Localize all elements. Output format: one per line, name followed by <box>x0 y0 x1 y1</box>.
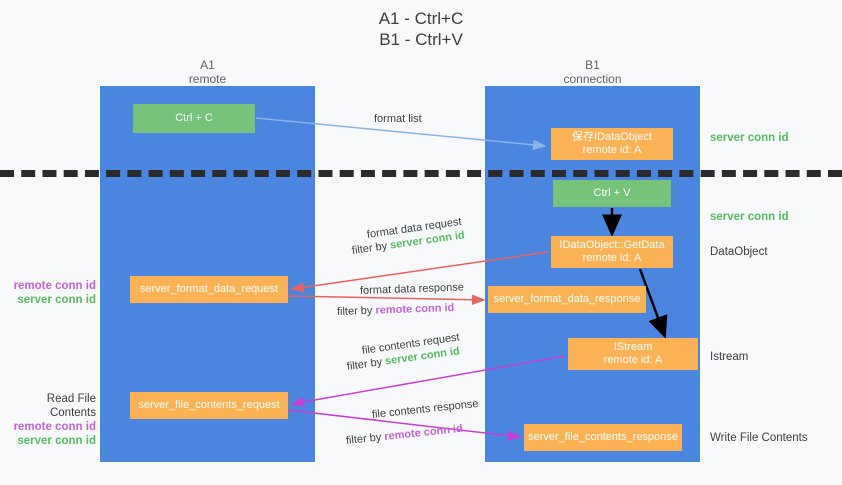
annotation-remote-conn-id: remote conn id <box>13 280 96 292</box>
annotation-server-conn-id: server conn id <box>17 435 96 447</box>
page-title: A1 - Ctrl+C B1 - Ctrl+V <box>378 9 464 49</box>
node-server-file-contents-request-label: server_file_contents_request <box>138 399 280 411</box>
annotation-server-conn-id: server conn id <box>17 294 96 306</box>
edge-label-format-data-response-filter: filter by remote conn id <box>337 301 455 319</box>
filter-value-remote-conn-id: remote conn id <box>375 301 455 317</box>
annotation-server-conn-id-mid: server conn id <box>710 211 789 223</box>
node-server-format-data-request[interactable]: server_format_data_request <box>130 276 288 303</box>
node-ctrl-v[interactable]: Ctrl + V <box>553 180 671 207</box>
node-server-format-data-response[interactable]: server_format_data_response <box>488 286 646 313</box>
node-server-file-contents-request[interactable]: server_file_contents_request <box>130 392 288 419</box>
annotation-conn-ids-middle: remote conn id server conn id <box>0 279 96 307</box>
node-save-idataobject-sublabel: remote id: A <box>582 144 642 156</box>
annotation-write-file-contents: Write File Contents <box>710 432 808 444</box>
node-ctrl-v-label: Ctrl + V <box>593 187 631 199</box>
node-server-file-contents-response-label: server_file_contents_response <box>528 431 678 443</box>
annotation-remote-conn-id: remote conn id <box>13 421 96 433</box>
annotation-server-conn-id-top: server conn id <box>710 132 789 144</box>
annotation-read-file-contents: Read File Contents <box>46 393 96 419</box>
edge-label-file-contents-response: file contents response <box>371 397 480 421</box>
node-server-format-data-request-label: server_format_data_request <box>139 283 279 295</box>
filter-prefix: filter by <box>336 304 376 318</box>
filter-prefix: filter by <box>351 239 391 257</box>
phase-divider <box>0 170 842 177</box>
annotation-dataobject: DataObject <box>710 246 768 258</box>
edge-label-format-list: format list <box>374 113 422 125</box>
edge-label-file-contents-response-filter: filter by remote conn id <box>345 422 463 448</box>
node-ctrl-c[interactable]: Ctrl + C <box>133 104 255 133</box>
edge-label-format-data-response: format data response <box>359 281 465 297</box>
filter-prefix: filter by <box>346 355 386 373</box>
node-idataobject-getdata-label: IDataObject::GetData <box>559 239 665 251</box>
node-istream[interactable]: IStream remote id: A <box>568 338 698 370</box>
node-istream-label: IStream <box>613 341 653 353</box>
column-header-a1: A1 remote <box>188 58 227 86</box>
annotation-istream: Istream <box>710 351 749 363</box>
annotation-read-file-contents-group: Read File Contents remote conn id server… <box>0 392 96 448</box>
node-istream-sublabel: remote id: A <box>603 354 663 366</box>
node-idataobject-getdata-sublabel: remote id: A <box>582 252 642 264</box>
node-ctrl-c-label: Ctrl + C <box>175 112 213 124</box>
column-header-b1: B1 connection <box>563 58 622 86</box>
filter-value-remote-conn-id: remote conn id <box>383 422 464 443</box>
filter-prefix: filter by <box>345 431 385 447</box>
node-server-format-data-response-label: server_format_data_response <box>493 293 641 305</box>
node-save-idataobject-label: 保存IDataObject <box>571 131 653 143</box>
node-idataobject-getdata[interactable]: IDataObject::GetData remote id: A <box>551 236 673 268</box>
node-save-idataobject[interactable]: 保存IDataObject remote id: A <box>551 128 673 160</box>
node-server-file-contents-response[interactable]: server_file_contents_response <box>524 424 682 451</box>
